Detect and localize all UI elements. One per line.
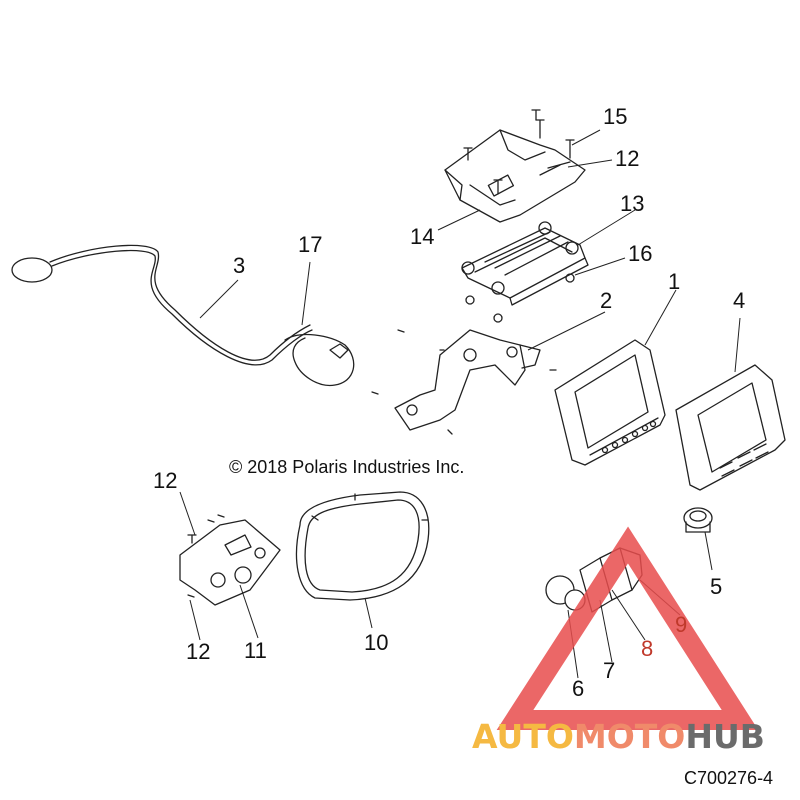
callout-5: 5 [710,574,723,599]
callout-11: 11 [244,638,267,663]
controller-module [461,221,589,323]
callout-12-top: 12 [615,146,640,171]
gauge-cluster [295,491,430,601]
callout-14: 13 [620,191,645,216]
upper-mount-bracket [444,129,586,223]
callout-7: 7 [603,658,616,683]
callout-16: 15 [603,104,628,129]
callout-6: 6 [572,676,585,701]
callout-10: 10 [364,630,389,655]
bolts-16 [463,109,575,195]
sensor-with-cable [11,244,355,387]
display-unit [554,339,666,466]
callout-17: 16 [628,241,653,266]
leader-lines [179,129,741,679]
callout-13: 12 [186,639,211,664]
callout-18: 17 [298,232,323,257]
callout-12-left: 12 [153,468,178,493]
callout-15: 14 [410,224,435,249]
callout-8: 8 [641,636,654,661]
display-bracket [371,329,557,435]
gauge-bracket [179,514,281,606]
watermark-triangle [496,526,759,730]
copyright-notice: © 2018 Polaris Industries Inc. [229,457,465,477]
callout-4: 4 [733,288,746,313]
callout-2: 2 [600,288,613,313]
display-bezel [675,364,786,491]
callout-1: 1 [668,269,681,294]
callout-9: 9 [675,612,688,637]
diagram-code: C700276-4 [684,768,774,788]
watermark-auto: AUTO [472,717,574,756]
watermark-moto: MOTO [573,717,686,756]
watermark-logo: AUTOMOTOHUB [472,717,765,756]
watermark-hub: HUB [685,717,765,756]
callout-3: 3 [233,253,246,278]
power-outlet [683,507,713,533]
